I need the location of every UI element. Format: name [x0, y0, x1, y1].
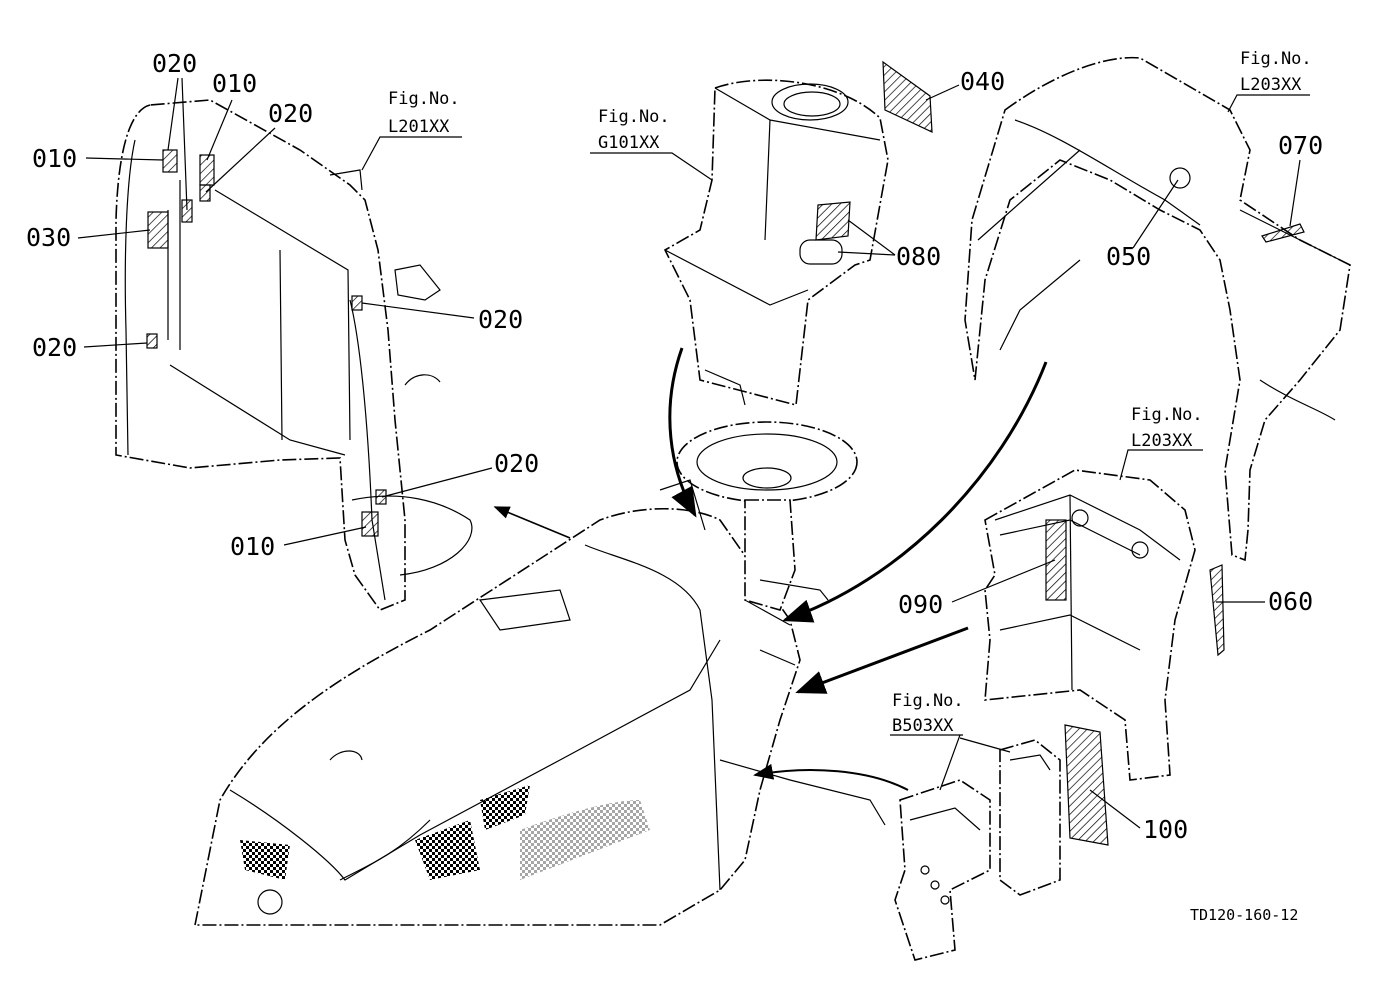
label-040: [882, 60, 933, 133]
figref-l203-top-code: L203XX: [1240, 75, 1302, 95]
callout-020-top-left: 020: [152, 49, 197, 78]
figref-b503-code: B503XX: [892, 716, 954, 736]
callout-020-lower: 020: [494, 449, 539, 478]
callout-020-top-right: 020: [268, 99, 313, 128]
figref-l201-code: L201XX: [388, 117, 450, 137]
figref-g101-title: Fig.No.: [598, 107, 670, 127]
callout-020-left: 020: [32, 333, 77, 362]
callout-010-left: 010: [32, 144, 77, 173]
label-010-a: [162, 149, 178, 173]
figref-l203-mid-title: Fig.No.: [1131, 405, 1203, 425]
figure-references: Fig.No. L201XX Fig.No. G101XX Fig.No. L2…: [388, 49, 1312, 736]
callout-030: 030: [26, 223, 71, 252]
dash-panel-assembly: [663, 79, 889, 407]
label-060: [1209, 564, 1225, 657]
figref-l201-title: Fig.No.: [388, 89, 460, 109]
drawing-code: TD120-160-12: [1190, 906, 1298, 924]
label-100: [1064, 724, 1109, 846]
label-010-c: [361, 511, 379, 537]
callout-050: 050: [1106, 242, 1151, 271]
bracket-assembly: [894, 739, 1061, 961]
label-030: [147, 211, 169, 249]
part-labels: 010 010 010 020 020 020 020 020 030 040 …: [26, 49, 1323, 844]
label-070: [1261, 223, 1305, 243]
label-020-e: [375, 489, 387, 505]
callout-070: 070: [1278, 131, 1323, 160]
assembly-arrows: [493, 347, 1048, 791]
figref-b503-title: Fig.No.: [892, 691, 964, 711]
callout-040: 040: [960, 67, 1005, 96]
figref-l203-top-title: Fig.No.: [1240, 49, 1312, 69]
callout-010-top: 010: [212, 69, 257, 98]
callout-090: 090: [898, 590, 943, 619]
callout-010-bottom: 010: [230, 532, 275, 561]
tractor-body: [194, 507, 886, 926]
callout-060: 060: [1268, 587, 1313, 616]
callout-020-right: 020: [478, 305, 523, 334]
fender-cover-assembly: [964, 56, 1351, 562]
label-020-c: [146, 333, 158, 349]
figref-g101-code: G101XX: [598, 133, 660, 153]
callout-080: 080: [896, 242, 941, 271]
label-020-b: [199, 184, 211, 202]
leader-lines: [77, 77, 1310, 829]
side-cover-assembly: [984, 469, 1196, 781]
label-020-d: [351, 295, 363, 311]
label-080: [815, 201, 851, 241]
figref-l203-mid-code: L203XX: [1131, 431, 1193, 451]
steering-wheel: [659, 421, 858, 611]
callout-100: 100: [1143, 815, 1188, 844]
side-panel-assembly: [115, 99, 473, 611]
label-090: [1045, 519, 1067, 601]
